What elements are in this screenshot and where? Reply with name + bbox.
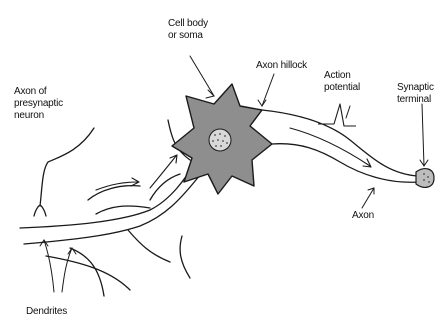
- label-presynaptic-axon: Axon of presynaptic neuron: [14, 86, 63, 122]
- label-synaptic-terminal: Synaptic terminal: [397, 82, 434, 106]
- nucleus: [209, 129, 231, 151]
- label-dendrites: Dendrites: [26, 306, 67, 318]
- presynaptic-axon: [34, 128, 94, 216]
- label-axon: Axon: [352, 210, 374, 222]
- label-action-potential: Action potential: [324, 70, 360, 94]
- label-cell-body: Cell body or soma: [168, 18, 208, 42]
- action-potential-spike: [318, 104, 356, 126]
- synaptic-terminal: [416, 169, 434, 188]
- axon: [262, 110, 418, 182]
- label-axon-hillock: Axon hillock: [256, 60, 307, 72]
